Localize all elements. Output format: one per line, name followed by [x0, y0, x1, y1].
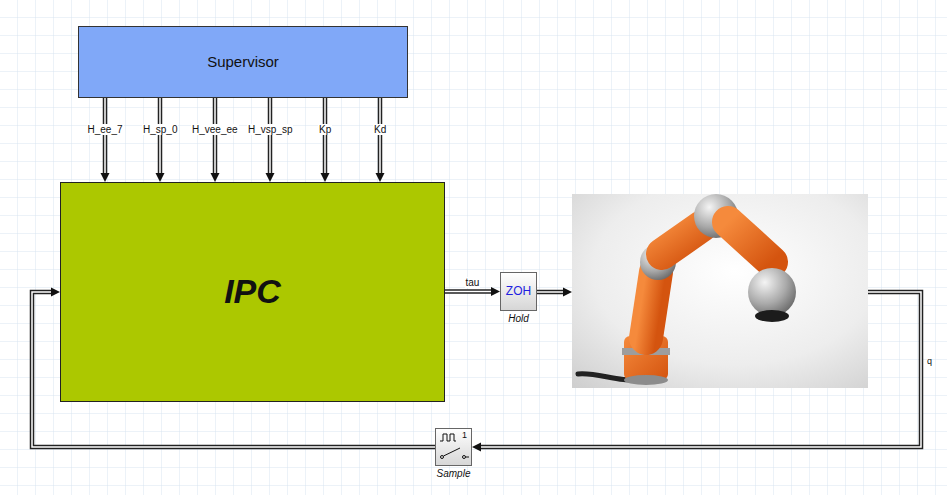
controller-box: IPC	[60, 182, 445, 402]
signal-name: H_vee_ee	[191, 124, 239, 135]
signal-name: H_ee_7	[87, 124, 124, 135]
signal-arrow	[376, 98, 385, 182]
block-caption: Hold	[508, 313, 529, 325]
signal-arrow	[321, 98, 330, 182]
block-caption: Sample	[437, 468, 471, 480]
block-title: Supervisor	[207, 53, 279, 70]
sample-block: 1Sample	[435, 428, 472, 466]
signal-wire	[472, 288, 921, 452]
signal-arrow	[211, 98, 220, 182]
hold-block: ZOHHold	[500, 272, 537, 311]
signal-name: H_sp_0	[142, 124, 178, 135]
signal-name: Kd	[373, 124, 387, 135]
block-title: IPC	[224, 272, 281, 311]
signal-name: q	[927, 357, 932, 367]
signal-arrow	[266, 98, 275, 182]
signal-arrow	[101, 98, 110, 182]
robot-illustration	[572, 194, 868, 388]
signal-name: tau	[465, 277, 481, 288]
sampler-symbol	[435, 428, 472, 466]
signal-name: Kp	[318, 124, 332, 135]
signal-name: H_vsp_sp	[247, 124, 293, 135]
gain-number: 1	[462, 430, 467, 440]
block-title: ZOH	[506, 285, 531, 299]
signal-arrow	[445, 287, 500, 296]
supervisor-box: Supervisor	[78, 26, 408, 98]
signal-arrow	[156, 98, 165, 182]
